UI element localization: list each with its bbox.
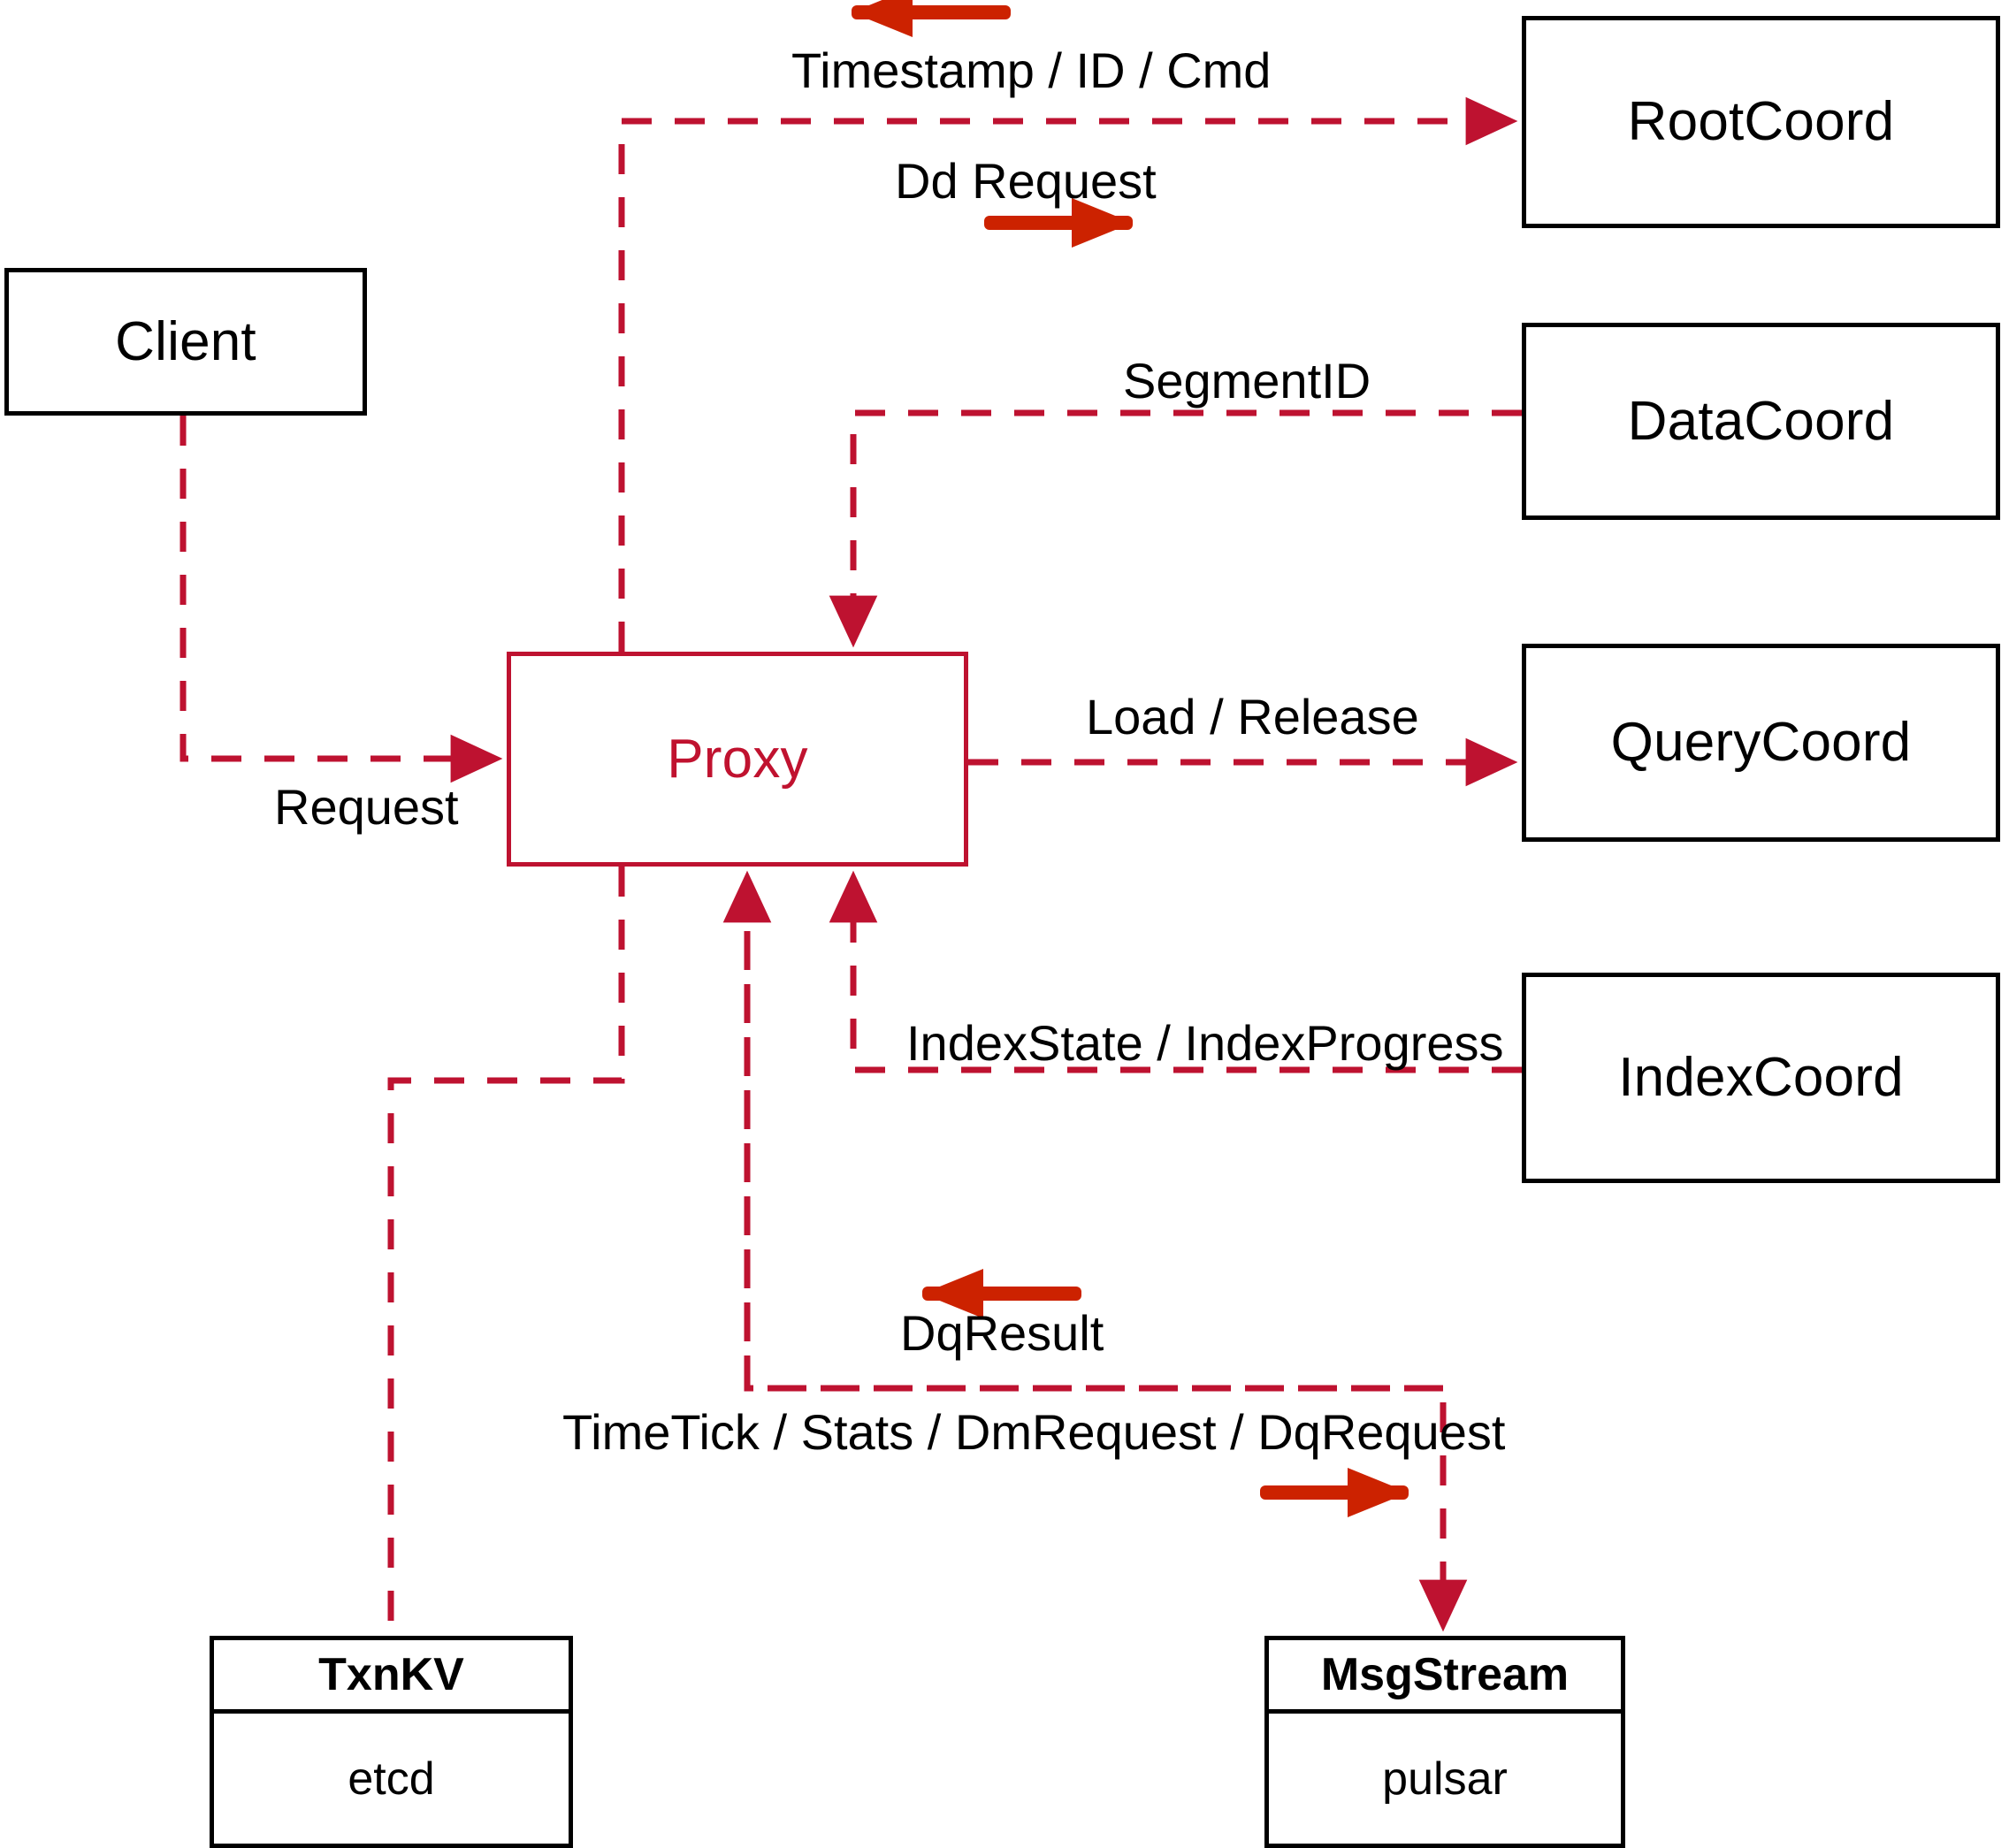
node-indexcoord[interactable]: IndexCoord xyxy=(1522,973,2000,1183)
edge-label-dd-request: Dd Request xyxy=(895,153,1157,209)
node-txnkv-header: TxnKV xyxy=(214,1640,569,1714)
edge-label-dq-result: DqResult xyxy=(900,1305,1104,1361)
node-proxy[interactable]: Proxy xyxy=(507,652,968,867)
edge-label-timetick-stats: TimeTick / Stats / DmRequest / DqRequest xyxy=(562,1404,1506,1460)
node-msgstream-body: pulsar xyxy=(1382,1753,1508,1805)
edge-label-segment-id: SegmentID xyxy=(1123,353,1371,409)
node-msgstream-header: MsgStream xyxy=(1269,1640,1621,1714)
node-datacoord[interactable]: DataCoord xyxy=(1522,323,2000,520)
edge-label-timestamp-id-cmd: Timestamp / ID / Cmd xyxy=(791,42,1272,98)
edge-datacoord-to-proxy xyxy=(829,409,1522,648)
node-client-label: Client xyxy=(115,310,256,372)
edge-label-index-state: IndexState / IndexProgress xyxy=(906,1015,1504,1071)
node-rootcoord-label: RootCoord xyxy=(1627,91,1895,152)
node-txnkv[interactable]: TxnKV etcd xyxy=(210,1636,573,1848)
node-client[interactable]: Client xyxy=(4,268,367,416)
node-querycoord[interactable]: QueryCoord xyxy=(1522,644,2000,842)
edge-proxy-to-txnkv xyxy=(387,867,625,1636)
edge-label-request: Request xyxy=(274,779,459,835)
node-proxy-label: Proxy xyxy=(667,728,808,790)
node-datacoord-label: DataCoord xyxy=(1627,390,1895,452)
edge-label-load-release: Load / Release xyxy=(1086,689,1419,745)
edge-client-to-proxy xyxy=(180,416,503,783)
timestamp-arrow-icon xyxy=(852,0,1011,37)
timetick-arrow-icon xyxy=(1260,1468,1409,1517)
node-rootcoord[interactable]: RootCoord xyxy=(1522,16,2000,228)
edge-proxy-to-msgstream xyxy=(744,878,1468,1632)
node-indexcoord-label: IndexCoord xyxy=(1618,1047,1904,1108)
node-txnkv-body: etcd xyxy=(348,1753,435,1805)
node-msgstream[interactable]: MsgStream pulsar xyxy=(1264,1636,1625,1848)
node-querycoord-label: QueryCoord xyxy=(1610,712,1912,773)
